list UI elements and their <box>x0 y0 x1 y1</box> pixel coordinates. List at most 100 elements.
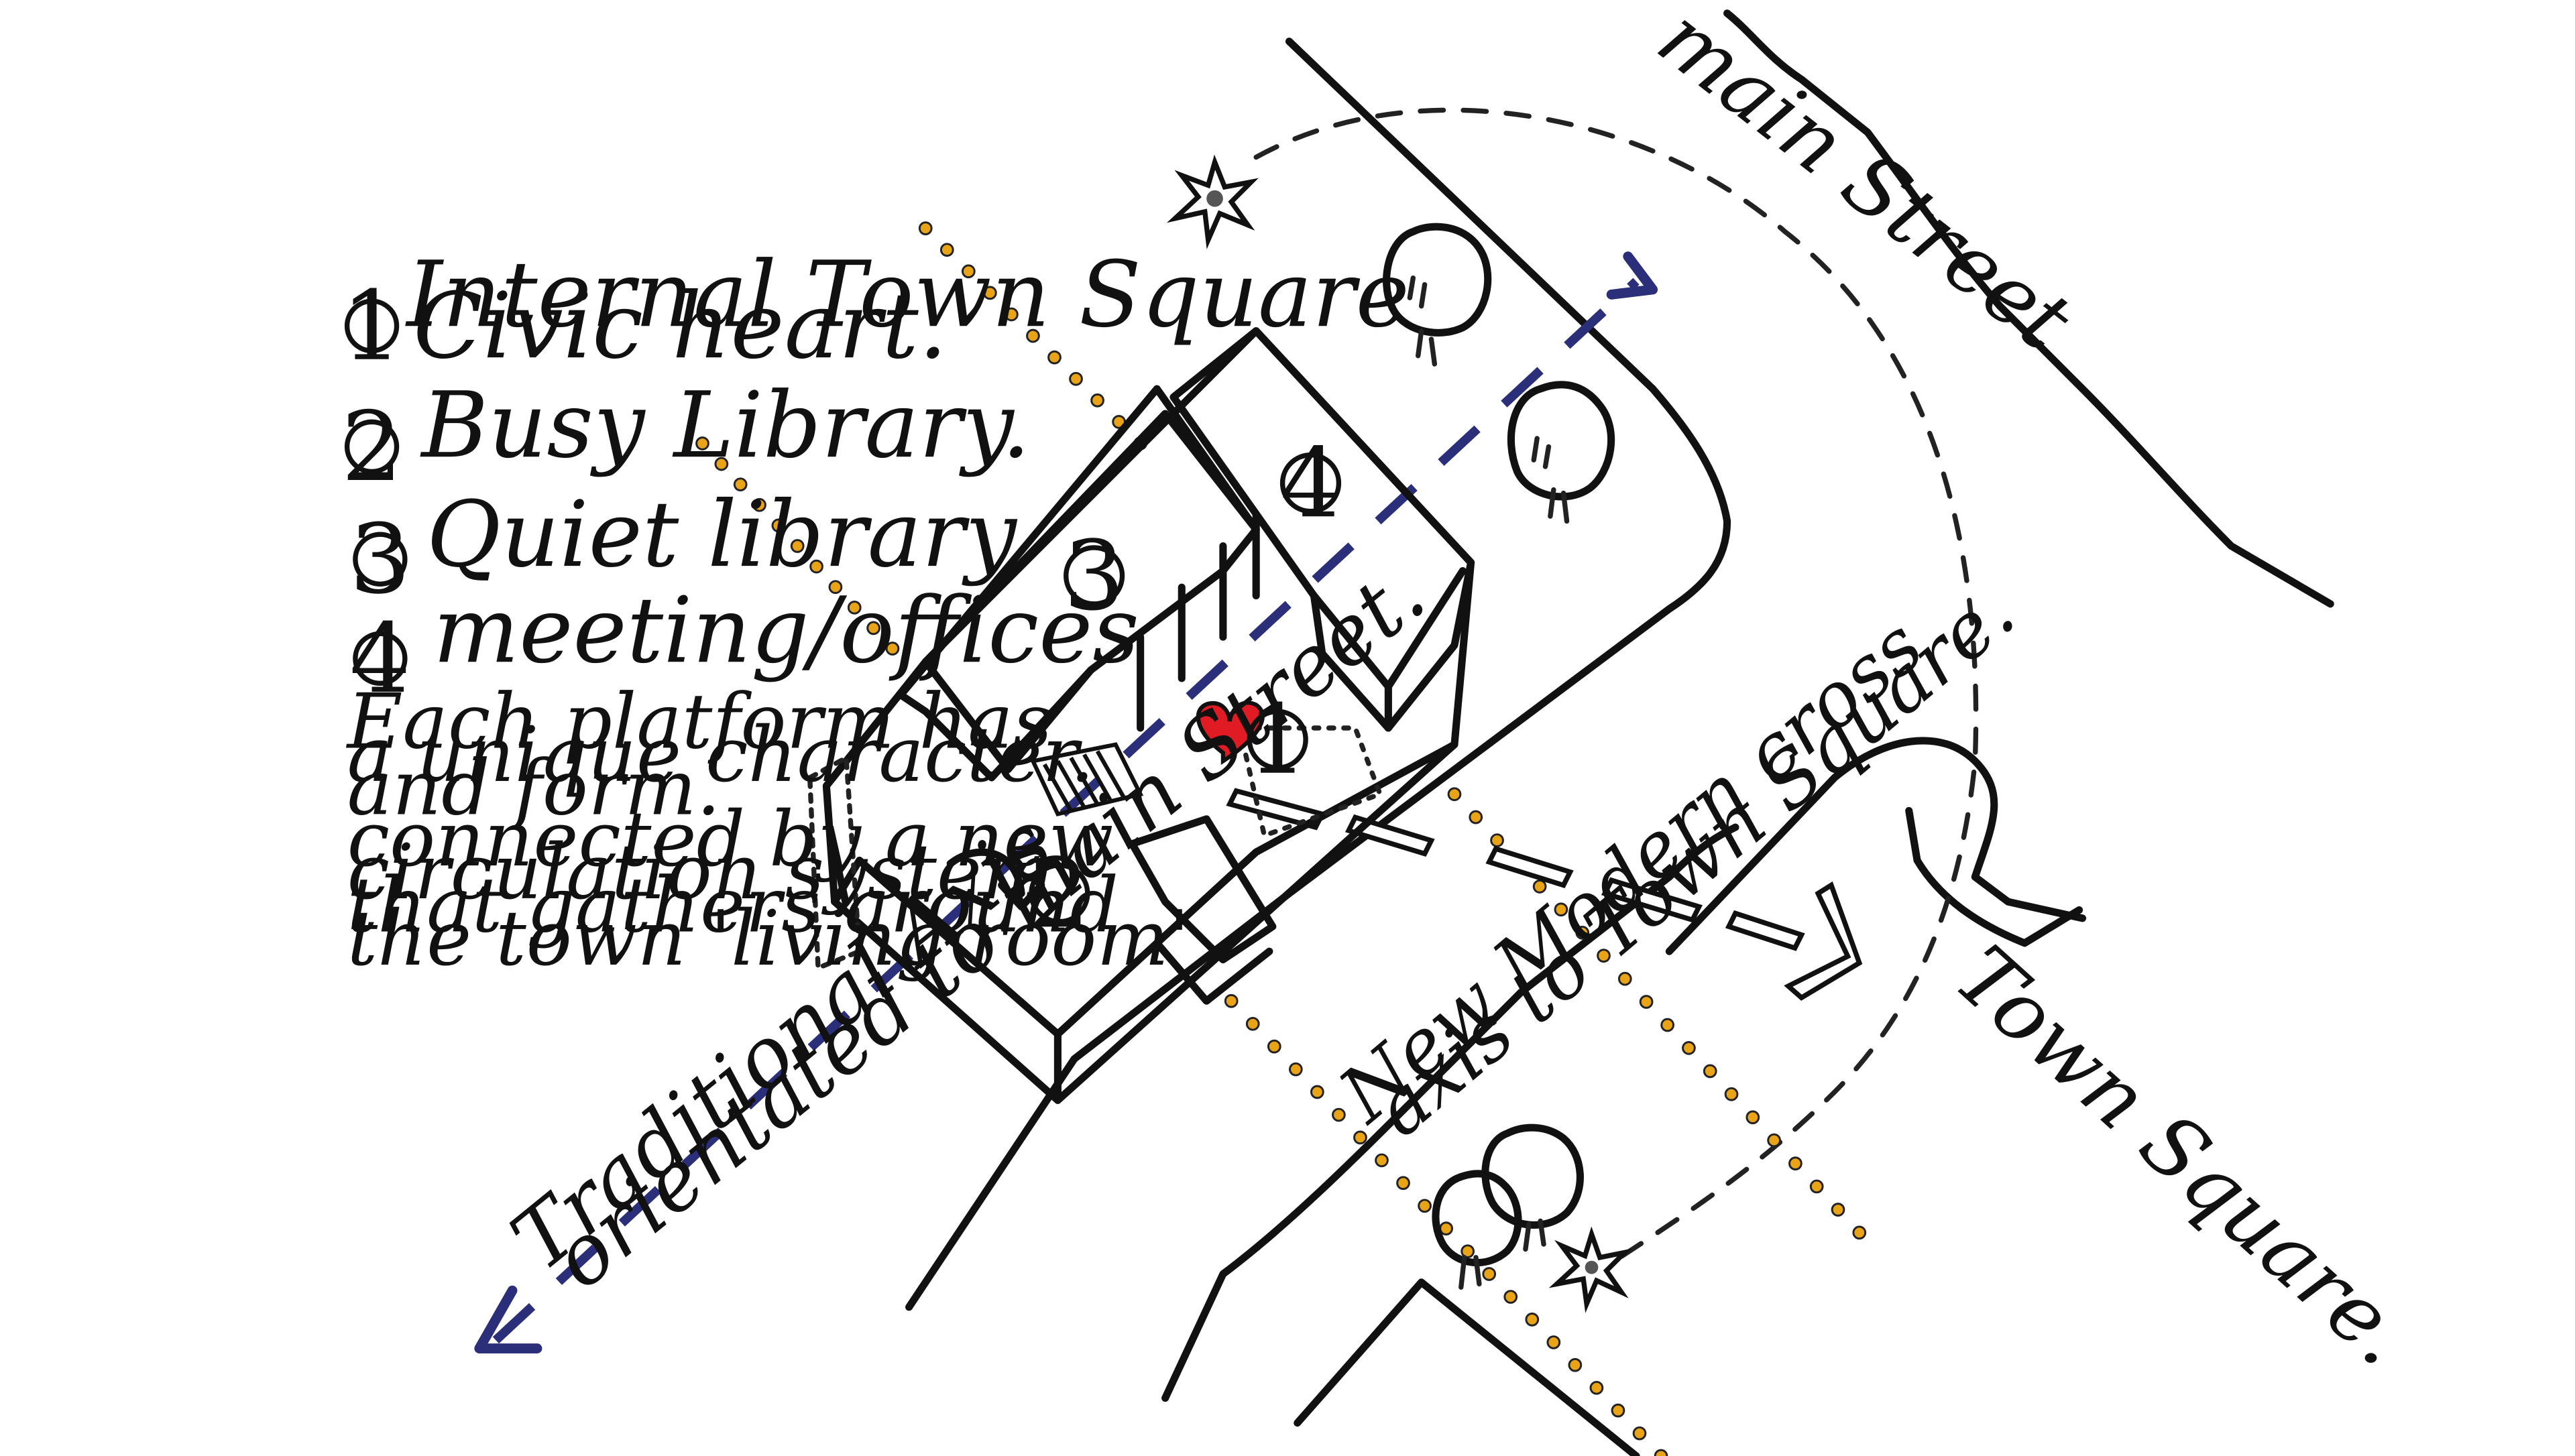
sightline-dot <box>1682 1040 1696 1055</box>
town-square-edge-bottom <box>1294 1278 1640 1456</box>
platform-meetings-face <box>1310 566 1467 732</box>
note-line: that gathers around <box>347 861 1119 950</box>
legend-note-circulation: connected by a new circulation system th… <box>347 795 1190 983</box>
arrow-icon <box>474 1285 542 1353</box>
legend-item-2: 2 Busy Library. <box>341 372 1031 503</box>
town-square-road-upper <box>1665 737 2087 955</box>
main-street-edge-inner <box>905 38 1731 1311</box>
atrium-columns <box>1137 512 1260 732</box>
zone-marker-1: 1 <box>1247 684 1308 796</box>
legend: 1 Internal Town Square Civic heart. 2 Bu… <box>341 241 1410 983</box>
tree-icon <box>1383 223 1492 367</box>
legend-label: meeting/offices <box>433 577 1139 683</box>
zone-marker-4: 4 <box>1279 427 1342 539</box>
arrow-icon <box>1784 881 1863 1001</box>
cross-axis-bar <box>1226 788 1326 831</box>
sightline-dot <box>771 518 786 533</box>
sightline-dot <box>1831 1203 1845 1217</box>
sightline-dot <box>1418 1199 1432 1213</box>
building-massing <box>807 327 1475 1104</box>
sightline-dot <box>1746 1110 1760 1125</box>
sightline-dot <box>1660 1018 1674 1032</box>
platform-quiet-library-face <box>921 658 1095 774</box>
sightline-dot <box>1490 833 1504 847</box>
sightline-dot <box>1439 1221 1453 1235</box>
tree-icon <box>1481 1124 1584 1252</box>
entrance-canopy <box>807 755 862 971</box>
legend-item-3: 3 Quiet library <box>349 481 1018 615</box>
civic-circle-dashed <box>1253 107 1979 1277</box>
sightline-dot <box>939 243 954 257</box>
cross-axis <box>1226 788 1863 1001</box>
sightline-dot <box>1589 1380 1604 1395</box>
town-square-road-right <box>1905 806 2083 947</box>
cross-axis-label: New Modern cross axis to Town Square. <box>1322 568 2031 1154</box>
sightline-dot <box>1447 787 1462 802</box>
legend-label: Civic heart. <box>413 273 948 379</box>
star-icon <box>1548 1226 1633 1313</box>
sightline-dot <box>918 221 933 235</box>
note-line: the town 'living room' <box>347 894 1190 983</box>
platform-main-edge-right <box>1053 741 1458 1038</box>
platform-quiet-library <box>897 385 1260 782</box>
zone-markers: 1 2 3 4 <box>1029 427 1342 949</box>
sightline-dot <box>828 580 843 595</box>
sightline-dot <box>809 559 823 574</box>
trees <box>1383 223 1615 1290</box>
sightline-dot <box>1224 993 1239 1008</box>
legend-label: Internal Town Square <box>404 241 1410 347</box>
sightline-dot <box>1069 371 1083 386</box>
sightline-dot <box>1554 902 1568 917</box>
legend-number: 4 <box>349 603 410 715</box>
sightline-dot <box>961 264 976 279</box>
sightline-dot <box>1090 393 1104 408</box>
sightline-dot <box>1852 1225 1867 1240</box>
circulation-curved-arrow <box>946 848 1045 911</box>
sightline-dot <box>1267 1039 1281 1054</box>
legend-number: 1 <box>341 270 402 382</box>
legend-item-4: 4 meeting/offices <box>349 577 1139 715</box>
sightline-dot <box>1611 1403 1625 1418</box>
sightline-dot <box>733 477 748 492</box>
sightline-dot <box>1703 1064 1717 1079</box>
sightline-dot <box>1532 879 1547 894</box>
sightline-dotted <box>695 221 1867 1456</box>
main-street-edge-outer <box>1723 9 2334 608</box>
sightline-dot <box>1525 1313 1540 1327</box>
sightline-dot <box>983 286 997 300</box>
sightline-dot <box>1546 1335 1561 1349</box>
sightline-dot <box>1503 1290 1518 1304</box>
sightline-dot <box>1461 1244 1475 1259</box>
star-icon <box>1166 154 1259 249</box>
sightline-dot <box>714 457 729 471</box>
note-line: connected by a new <box>347 795 1114 884</box>
sightline-dot <box>1353 1130 1367 1145</box>
note-line: and form. <box>347 743 721 832</box>
cross-axis-bar <box>1725 910 1805 951</box>
sightline-dot <box>1575 925 1590 940</box>
legend-note-platforms: Each platform has a unique character. an… <box>346 678 1094 833</box>
sightline-dot <box>1469 810 1483 825</box>
note-line: a unique character. <box>347 711 1094 799</box>
sightline-dot <box>1724 1087 1739 1101</box>
sightline-dot <box>1375 1153 1389 1168</box>
sightline-dot <box>1396 1176 1410 1191</box>
legend-item-1: 1 Internal Town Square Civic heart. <box>341 241 1410 382</box>
sightline-dot <box>752 497 766 512</box>
sightline-dot <box>1809 1179 1824 1194</box>
sightline-dot <box>1047 350 1062 365</box>
street-edges <box>905 9 2334 1456</box>
sightline-dot <box>1568 1357 1583 1372</box>
legend-number: 3 <box>349 503 410 615</box>
sightline-dot <box>1617 971 1632 986</box>
sightline-dot <box>790 539 805 553</box>
cross-axis-bar <box>1485 845 1574 888</box>
town-square-road-mid <box>1516 823 1739 997</box>
stair-hatch <box>1029 742 1144 816</box>
town-square-road-lower <box>1161 989 1525 1402</box>
note-line: Each platform has <box>346 678 1052 766</box>
sightline-dot <box>1245 1016 1260 1031</box>
sightline-dot <box>1026 328 1040 343</box>
zone-marker-3: 3 <box>1064 520 1125 631</box>
